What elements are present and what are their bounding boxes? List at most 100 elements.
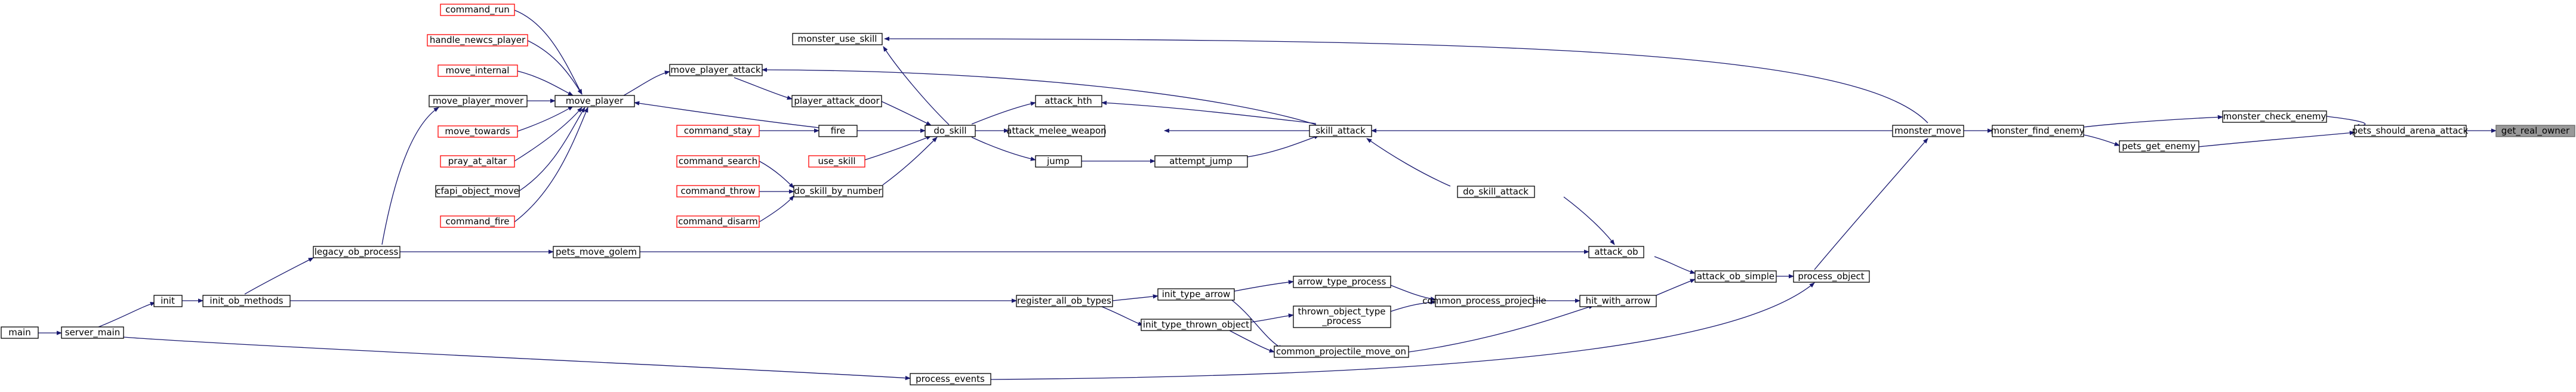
edge-init_ob_methods-legacy_ob_process	[244, 257, 314, 295]
node-init_type_thrown_object[interactable]: init_type_thrown_object	[1141, 319, 1252, 331]
edge-command_disarm-do_skill_by_number	[759, 195, 794, 223]
edge-do_skill_attack-attack_ob	[1563, 196, 1615, 245]
node-monster_check_enemy[interactable]: monster_check_enemy	[2222, 110, 2327, 123]
edge-handle_newcs_player-move_player	[527, 40, 583, 95]
edge-monster_find_enemy-monster_check_enemy	[2083, 115, 2223, 128]
edge-fire-move_player	[634, 101, 819, 128]
node-label: command_run	[445, 4, 510, 16]
edge-move_player_attack-player_attack_door	[734, 77, 793, 100]
node-monster_find_enemy[interactable]: monster_find_enemy	[1990, 125, 2085, 137]
node-attack_melee_weapon[interactable]: attack_melee_weapon	[1006, 125, 1107, 137]
node-do_skill[interactable]: do_skill	[925, 125, 976, 137]
node-label: common_projectile_move_on	[1276, 346, 1406, 357]
node-label: move_internal	[446, 65, 510, 76]
node-main[interactable]: main	[1, 326, 39, 339]
edge-pets_get_enemy-pets_should_arena_attack	[2198, 131, 2355, 147]
node-command_fire[interactable]: command_fire	[440, 215, 515, 228]
node-pets_should_arena_attack[interactable]: pets_should_arena_attack	[2352, 125, 2469, 137]
node-move_player[interactable]: move_player	[554, 95, 635, 107]
edge-legacy_ob_process-move_player_mover	[381, 107, 439, 245]
node-label: init	[161, 295, 175, 306]
edge-skill_attack-move_player_attack	[762, 67, 1317, 125]
node-command_run[interactable]: command_run	[440, 4, 515, 16]
node-fire[interactable]: fire	[818, 125, 858, 137]
edge-hit_with_arrow-attack_ob_simple	[1656, 279, 1696, 296]
node-do_skill_attack[interactable]: do_skill_attack	[1457, 186, 1535, 198]
node-label: command_fire	[446, 216, 510, 227]
edge-register_all_ob_types-init_type_thrown_object	[1101, 306, 1144, 326]
node-player_attack_door[interactable]: player_attack_door	[791, 95, 882, 107]
node-pets_move_golem[interactable]: pets_move_golem	[553, 246, 640, 258]
node-pray_at_altar[interactable]: pray_at_altar	[440, 155, 515, 168]
node-register_all_ob_types[interactable]: register_all_ob_types	[1016, 295, 1113, 307]
node-attack_hth[interactable]: attack_hth	[1035, 95, 1102, 107]
edge-use_skill-do_skill	[864, 135, 932, 160]
edge-move_internal-move_player	[517, 70, 574, 96]
node-label: cfapi_object_move	[436, 186, 519, 197]
edge-move_towards-move_player	[517, 106, 574, 132]
node-command_throw[interactable]: command_throw	[676, 185, 760, 197]
edge-do_skill-monster_use_skill	[883, 46, 950, 125]
node-command_search[interactable]: command_search	[676, 155, 760, 168]
node-label: attempt_jump	[1169, 156, 1232, 167]
node-label-line2: _process	[1321, 316, 1361, 327]
node-move_player_attack[interactable]: move_player_attack	[669, 64, 763, 76]
node-label: move_player_attack	[670, 64, 760, 76]
node-handle_newcs_player[interactable]: handle_newcs_player	[427, 34, 528, 47]
edge-do_skill-attack_hth	[971, 101, 1036, 125]
node-label: init_type_arrow	[1162, 289, 1231, 300]
node-label: do_skill_attack	[1463, 186, 1529, 197]
node-label: move_player	[566, 95, 624, 107]
node-attack_ob_simple[interactable]: attack_ob_simple	[1694, 270, 1777, 283]
node-hit_with_arrow[interactable]: hit_with_arrow	[1579, 295, 1657, 307]
node-move_internal[interactable]: move_internal	[437, 64, 518, 77]
node-arrow_type_process[interactable]: arrow_type_process	[1293, 276, 1391, 288]
node-init_type_arrow[interactable]: init_type_arrow	[1157, 288, 1235, 301]
node-label: attack_melee_weapon	[1006, 125, 1106, 137]
edge-attack_ob-attack_ob_simple	[1654, 256, 1696, 274]
edge-player_attack_door-do_skill	[881, 101, 932, 126]
node-attempt_jump[interactable]: attempt_jump	[1154, 155, 1248, 168]
node-server_main[interactable]: server_main	[61, 326, 124, 339]
node-command_stay[interactable]: command_stay	[676, 125, 760, 137]
node-skill_attack[interactable]: skill_attack	[1309, 125, 1372, 137]
node-init[interactable]: init	[153, 295, 183, 307]
node-label: monster_find_enemy	[1990, 125, 2084, 137]
node-label: use_skill	[818, 156, 855, 167]
node-do_skill_by_number[interactable]: do_skill_by_number	[793, 185, 883, 197]
node-legacy_ob_process[interactable]: legacy_ob_process	[313, 246, 400, 258]
node-process_object[interactable]: process_object	[1793, 270, 1870, 283]
node-common_process_projectile[interactable]: common_process_projectile	[1422, 295, 1546, 307]
node-use_skill[interactable]: use_skill	[808, 155, 865, 168]
node-label: monster_use_skill	[798, 33, 877, 45]
node-label: server_main	[65, 327, 120, 338]
node-label: do_skill	[933, 125, 966, 137]
node-label: handle_newcs_player	[430, 35, 526, 46]
edge-do_skill_attack-skill_attack	[1366, 138, 1451, 187]
node-monster_use_skill[interactable]: monster_use_skill	[792, 33, 883, 45]
node-get_real_owner[interactable]: get_real_owner	[2495, 125, 2575, 137]
node-label: move_towards	[445, 126, 510, 137]
edge-command_run-move_player	[514, 10, 583, 95]
node-move_towards[interactable]: move_towards	[437, 125, 518, 138]
node-process_events[interactable]: process_events	[910, 373, 991, 385]
node-common_projectile_move_on[interactable]: common_projectile_move_on	[1274, 345, 1409, 358]
node-thrown_object_type_process[interactable]: thrown_object_type _process	[1293, 305, 1391, 328]
node-monster_move[interactable]: monster_move	[1892, 125, 1964, 137]
node-cfapi_object_move[interactable]: cfapi_object_move	[435, 185, 520, 197]
node-label: move_player_mover	[433, 95, 524, 107]
node-label: pets_move_golem	[556, 246, 637, 258]
node-label: pets_should_arena_attack	[2352, 125, 2469, 137]
edge-attempt_jump-skill_attack	[1247, 135, 1320, 158]
node-move_player_mover[interactable]: move_player_mover	[429, 95, 528, 107]
node-label: get_real_owner	[2501, 125, 2570, 137]
node-jump[interactable]: jump	[1035, 155, 1082, 168]
node-label: command_stay	[684, 125, 752, 137]
edge-command_search-do_skill_by_number	[759, 160, 794, 189]
node-init_ob_methods[interactable]: init_ob_methods	[202, 295, 291, 307]
node-command_disarm[interactable]: command_disarm	[676, 215, 760, 228]
node-attack_ob[interactable]: attack_ob	[1588, 246, 1644, 258]
node-label: process_object	[1798, 271, 1864, 282]
node-pets_get_enemy[interactable]: pets_get_enemy	[2119, 140, 2199, 153]
